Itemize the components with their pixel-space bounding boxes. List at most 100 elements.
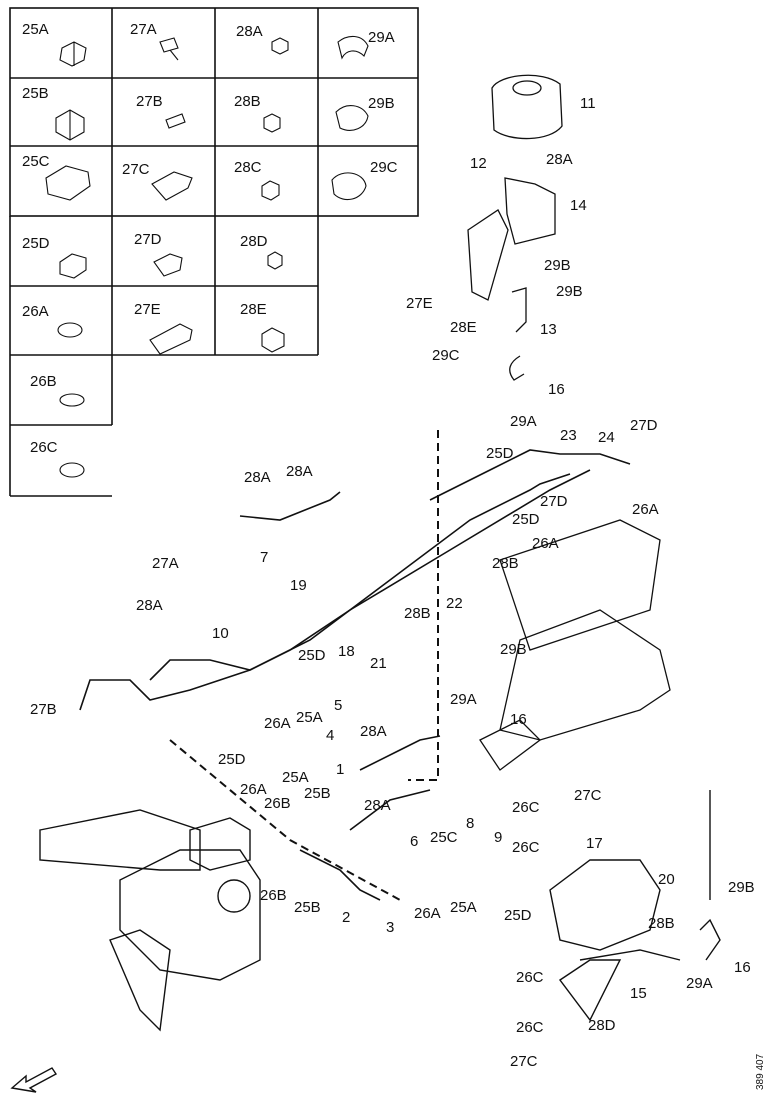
grid-label: 27E (134, 301, 161, 318)
callout: 16 (548, 381, 565, 398)
callout: 27A (152, 555, 179, 572)
direction-arrow-icon (10, 1067, 58, 1093)
grid-label: 25C (22, 153, 50, 170)
callout: 29B (556, 283, 583, 300)
callout: 26A (240, 781, 267, 798)
callout: 28A (244, 469, 271, 486)
callout: 26C (512, 799, 540, 816)
grid-label: 27B (136, 93, 163, 110)
grid-label: 26B (30, 373, 57, 390)
steering-gearbox-sketch (39, 809, 261, 1032)
grid-label: 28A (236, 23, 263, 40)
callout: 28A (546, 151, 573, 168)
callout: 12 (470, 155, 487, 172)
grid-label: 28B (234, 93, 261, 110)
grid-label: 29C (370, 159, 398, 176)
callout: 29B (500, 641, 527, 658)
callout: 25D (504, 907, 532, 924)
callout: 19 (290, 577, 307, 594)
callout: 26A (632, 501, 659, 518)
pump-assembly-sketch (549, 790, 721, 1022)
grid-label: 27D (134, 231, 162, 248)
callout: 25B (294, 899, 321, 916)
callout: 26A (414, 905, 441, 922)
callout: 7 (260, 549, 269, 566)
callout: 16 (510, 711, 527, 728)
callout: 24 (598, 429, 615, 446)
callout: 26C (516, 1019, 544, 1036)
grid-label: 27A (130, 21, 157, 38)
callout: 26C (512, 839, 540, 856)
callout: 11 (580, 95, 596, 112)
callout: 28A (136, 597, 163, 614)
callout: 25B (304, 785, 331, 802)
callout: 15 (630, 985, 647, 1002)
dashed-links (169, 430, 439, 901)
callout: 3 (386, 919, 395, 936)
callout: 25A (282, 769, 309, 786)
grid-label: 25A (22, 21, 49, 38)
callout: 25D (512, 511, 540, 528)
callout: 29C (432, 347, 460, 364)
callout: 17 (586, 835, 603, 852)
callout: 28B (492, 555, 519, 572)
callout: 26B (260, 887, 287, 904)
callout: 28E (450, 319, 477, 336)
table-part-sketches (45, 35, 369, 478)
callout: 4 (326, 727, 335, 744)
callout: 21 (370, 655, 387, 672)
callout: 28B (648, 915, 675, 932)
callout: 25A (450, 899, 477, 916)
callout: 27E (406, 295, 433, 312)
grid-label: 27C (122, 161, 150, 178)
callout: 27D (540, 493, 568, 510)
callout: 28A (364, 797, 391, 814)
document-number: 389 407 (755, 1053, 766, 1090)
grid-label: 28D (240, 233, 268, 250)
callout: 28D (588, 1017, 616, 1034)
callout: 23 (560, 427, 577, 444)
grid-label: 28E (240, 301, 267, 318)
grid-label: 25D (22, 235, 50, 252)
grid-label: 29A (368, 29, 395, 46)
callout: 27D (630, 417, 658, 434)
callout: 1 (336, 761, 345, 778)
grid-label: 26C (30, 439, 58, 456)
callout: 27C (510, 1053, 538, 1070)
grid-label: 28C (234, 159, 262, 176)
grid-label: 26A (22, 303, 49, 320)
callout: 29A (450, 691, 477, 708)
callout: 29A (686, 975, 713, 992)
callout: 26A (532, 535, 559, 552)
parts-table-frame (9, 7, 419, 497)
callout: 5 (334, 697, 343, 714)
callout: 28B (404, 605, 431, 622)
callout: 14 (570, 197, 587, 214)
callout: 9 (494, 829, 503, 846)
callout: 20 (658, 871, 675, 888)
callout: 25D (298, 647, 326, 664)
grid-label: 25B (22, 85, 49, 102)
callout: 25D (486, 445, 514, 462)
callout: 8 (466, 815, 475, 832)
callout: 26A (264, 715, 291, 732)
callout: 22 (446, 595, 463, 612)
frame-cylinder-sketch (479, 519, 671, 771)
callout: 13 (540, 321, 557, 338)
callout: 27B (30, 701, 57, 718)
callout: 16 (734, 959, 751, 976)
callout: 25C (430, 829, 458, 846)
callout: 28A (360, 723, 387, 740)
callout: 29A (510, 413, 537, 430)
callout: 26C (516, 969, 544, 986)
callout: 10 (212, 625, 229, 642)
grid-label: 29B (368, 95, 395, 112)
callout: 28A (286, 463, 313, 480)
callout: 6 (410, 833, 419, 850)
callout: 25A (296, 709, 323, 726)
pipe-runs (79, 449, 631, 901)
callout: 25D (218, 751, 246, 768)
callout: 2 (342, 909, 351, 926)
callout: 29B (544, 257, 571, 274)
